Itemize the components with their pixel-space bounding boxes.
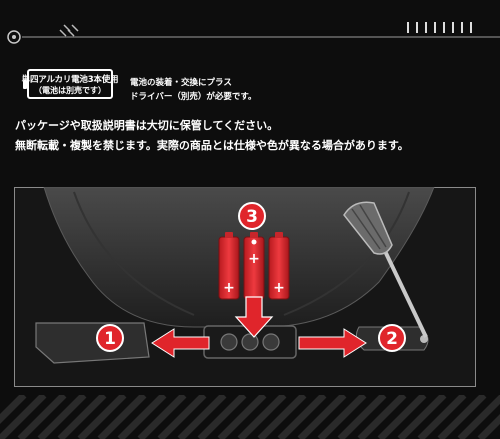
- batteries: + + +: [218, 232, 290, 300]
- driver-note-line2: ドライバー（別売）が必要です。: [130, 92, 257, 102]
- hud-tick-marks: [407, 22, 472, 33]
- battery-count-text: 単四アルカリ電池3本使用: [21, 74, 119, 85]
- notice-line2: 無断転載・複製を禁じます。実際の商品とは仕様や色が異なる場合があります。: [15, 139, 409, 152]
- battery-cover: [35, 322, 150, 364]
- battery-info-box: 単四アルカリ電池3本使用 （電池は別売です）: [22, 69, 119, 99]
- hud-ring-icon: [7, 30, 21, 44]
- remove-cover-arrow: [151, 328, 210, 358]
- step-3-label: 3: [246, 207, 258, 227]
- hud-dash-marks: [59, 24, 79, 37]
- battery-plus-mark: +: [248, 251, 260, 267]
- notice-text: パッケージや取扱説明書は大切に保管してください。 無断転載・複製を禁じます。実際…: [15, 116, 409, 156]
- step-badge-1: 1: [96, 324, 124, 352]
- driver-note-line1: 電池の装着・交換にプラス: [130, 78, 232, 88]
- battery-install-diagram: + + + 3 1 2: [14, 187, 476, 387]
- battery-plus-mark: +: [273, 280, 285, 296]
- step-badge-3: 3: [238, 202, 266, 230]
- screwdriver-icon: [343, 201, 428, 338]
- unscrew-arrow: [298, 328, 367, 358]
- step-1-label: 1: [104, 329, 116, 349]
- battery-sold-separately-text: （電池は別売です）: [34, 85, 106, 95]
- step-badge-2: 2: [378, 324, 406, 352]
- insert-arrow: [234, 296, 274, 338]
- driver-note: 電池の装着・交換にプラス ドライバー（別売）が必要です。: [130, 76, 256, 104]
- battery-plus-mark: +: [223, 280, 235, 296]
- bottom-stripe-band: [0, 395, 500, 439]
- step-2-label: 2: [386, 329, 398, 349]
- notice-line1: パッケージや取扱説明書は大切に保管してください。: [15, 119, 279, 132]
- hud-frame-top: [7, 22, 500, 44]
